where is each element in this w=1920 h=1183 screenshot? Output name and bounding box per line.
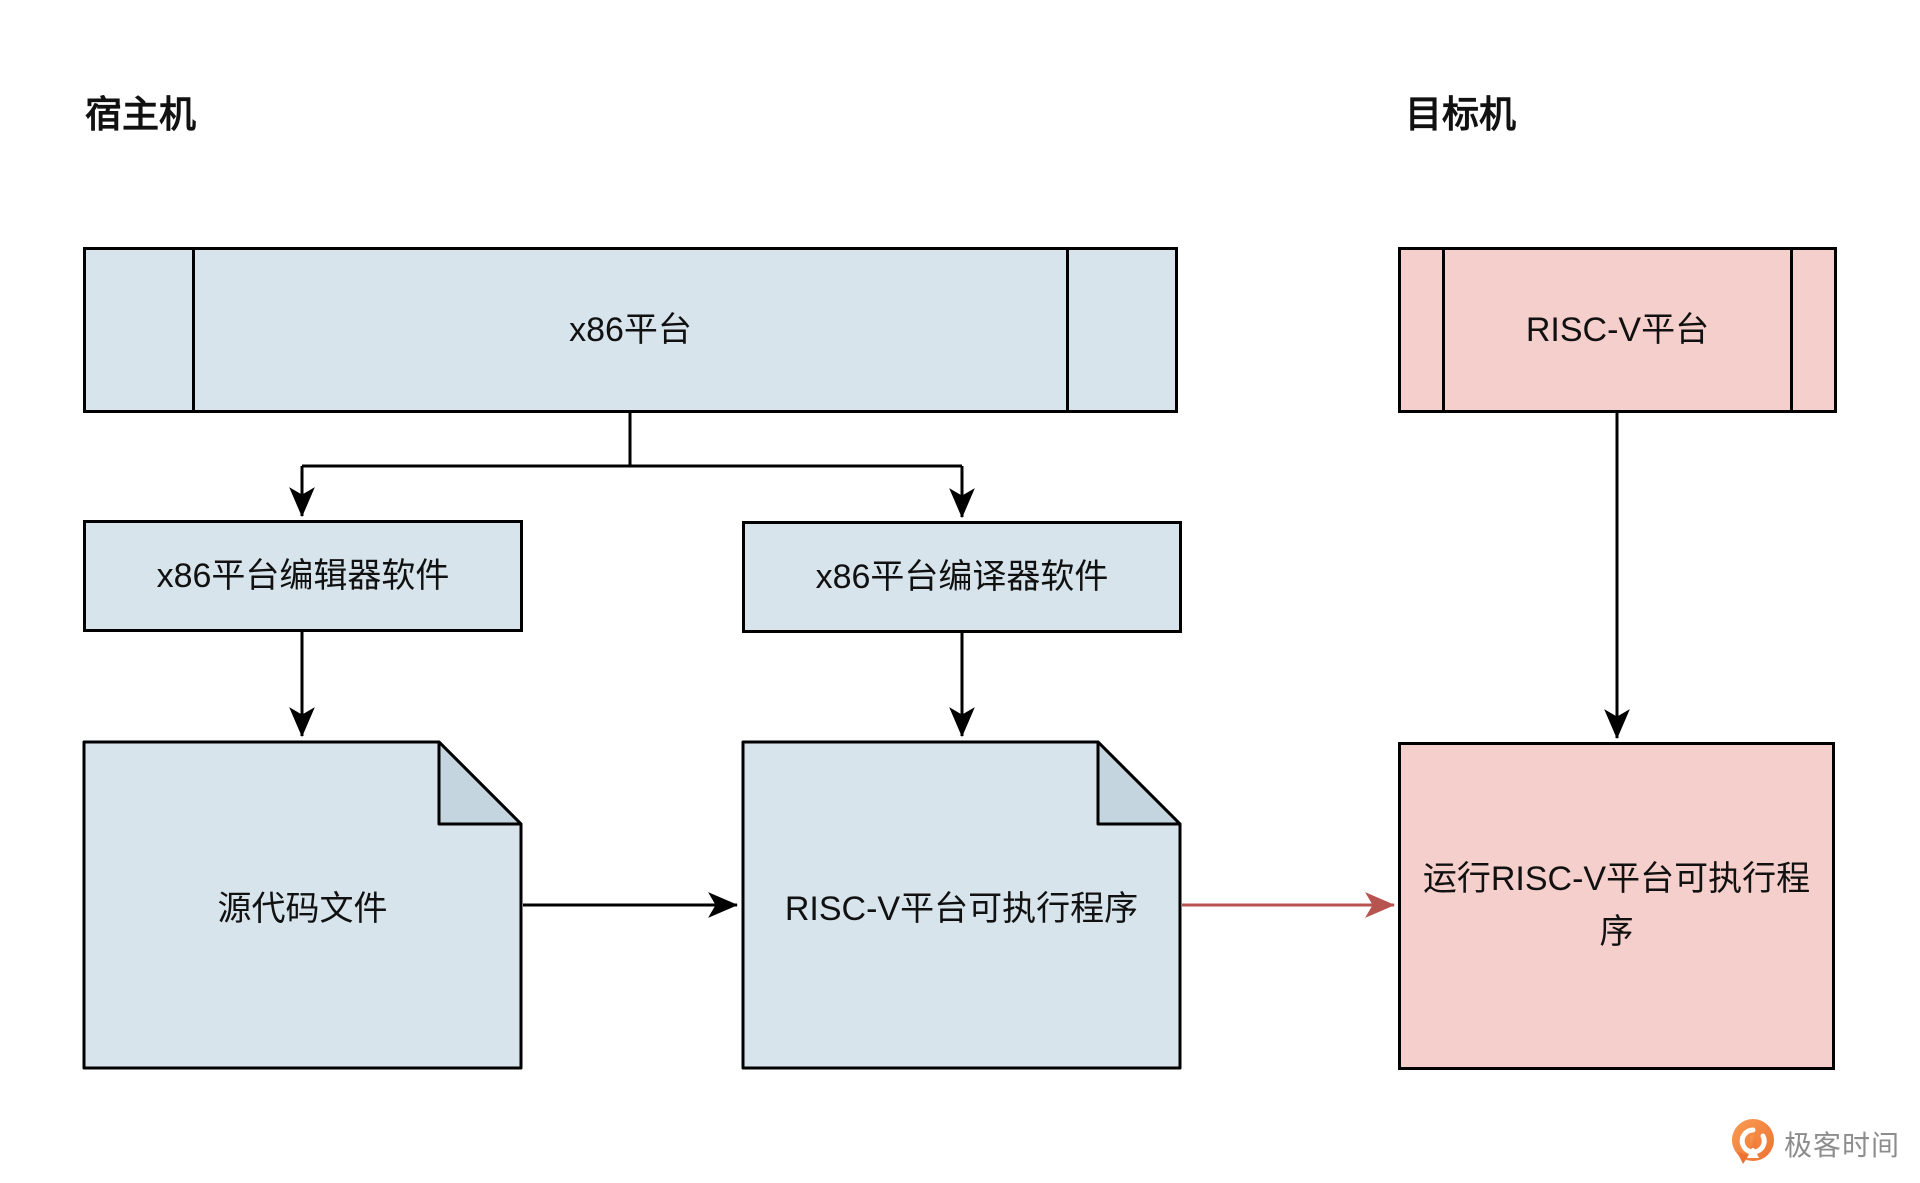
run-executable-node: 运行RISC-V平台可执行程序	[1398, 742, 1835, 1070]
host-machine-title: 宿主机	[85, 94, 196, 135]
source-file-node: 源代码文件	[82, 740, 523, 1070]
run-executable-label: 运行RISC-V平台可执行程序	[1422, 860, 1811, 951]
riscv-platform-node: RISC-V平台	[1398, 247, 1837, 413]
note-shape	[82, 740, 523, 1070]
executable-label: RISC-V平台可执行程序	[784, 889, 1139, 928]
source-file-label: 源代码文件	[217, 889, 388, 928]
predefined-process-left-line	[1442, 250, 1445, 410]
executable-node: RISC-V平台可执行程序	[741, 740, 1182, 1070]
x86-compiler-node: x86平台编译器软件	[742, 521, 1182, 633]
riscv-platform-label: RISC-V平台	[1525, 310, 1710, 349]
predefined-process-right-line	[1790, 250, 1793, 410]
x86-editor-node: x86平台编辑器软件	[83, 520, 523, 632]
note-shape	[741, 740, 1182, 1070]
x86-platform-label: x86平台	[569, 310, 692, 349]
predefined-process-left-line	[192, 250, 195, 410]
geektime-logo-icon	[1732, 1119, 1774, 1164]
geektime-logo: 极客时间	[1728, 1118, 1900, 1170]
x86-editor-label: x86平台编辑器软件	[156, 556, 450, 595]
target-machine-title: 目标机	[1405, 94, 1516, 135]
geektime-logo-text: 极客时间	[1784, 1130, 1901, 1161]
x86-compiler-label: x86平台编译器软件	[815, 557, 1109, 596]
predefined-process-right-line	[1066, 250, 1069, 410]
x86-platform-node: x86平台	[83, 247, 1178, 413]
